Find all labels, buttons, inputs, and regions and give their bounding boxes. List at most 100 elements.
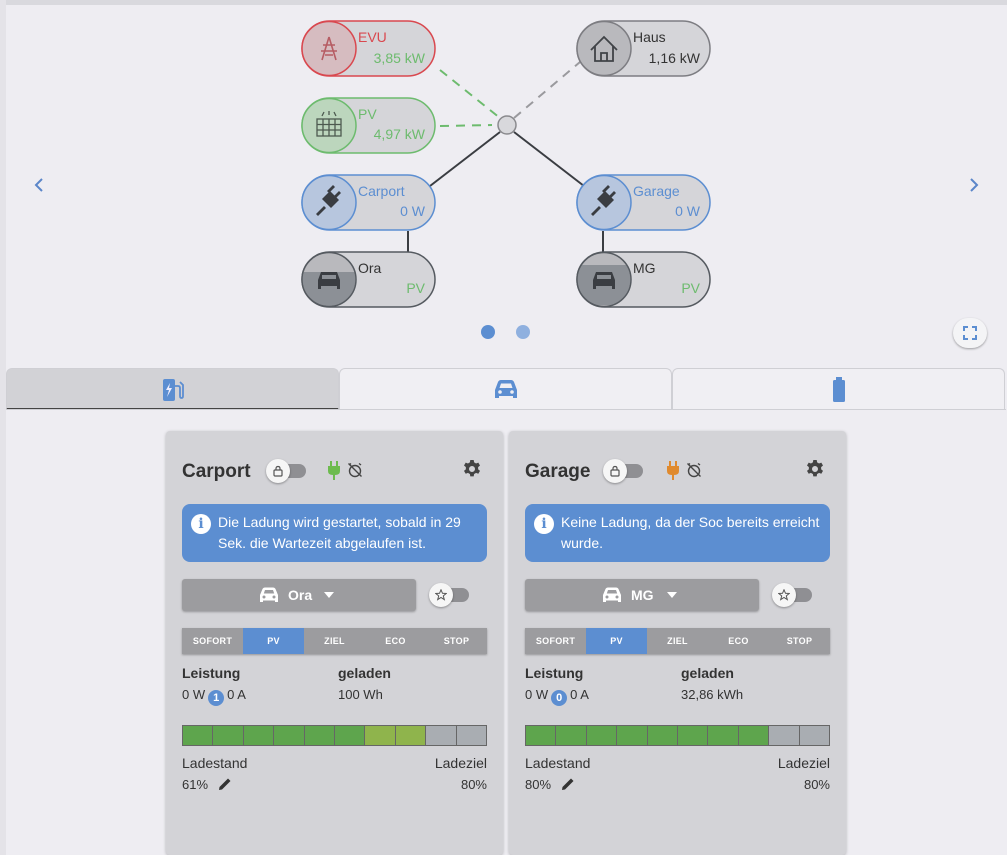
carousel-prev-button[interactable] xyxy=(27,172,51,200)
flow-node-ora[interactable]: Ora PV xyxy=(300,251,436,312)
mode-eco-button[interactable]: ECO xyxy=(708,628,769,654)
soc-segment xyxy=(426,726,456,745)
pencil-icon[interactable] xyxy=(218,777,232,791)
flow-connections xyxy=(407,61,604,253)
car-icon xyxy=(603,587,621,602)
star-icon xyxy=(778,589,790,601)
haus-label: Haus xyxy=(633,29,666,45)
garage-flow-label: Garage xyxy=(633,183,680,199)
mode-ziel-button[interactable]: ZIEL xyxy=(647,628,708,654)
mode-pv-button[interactable]: PV xyxy=(586,628,647,654)
mode-stop-button[interactable]: STOP xyxy=(426,628,487,654)
info-icon: i xyxy=(191,514,211,534)
soc-value: 61% xyxy=(182,777,209,792)
lock-toggle[interactable] xyxy=(266,459,308,483)
flow-node-evu[interactable]: EVU 3,85 kW xyxy=(301,20,436,77)
power-value: 0 W xyxy=(182,687,206,702)
flow-node-pv[interactable]: PV 4,97 kW xyxy=(301,97,436,154)
ladeziel-value: 80% xyxy=(803,777,830,792)
evu-value: 3,85 kW xyxy=(374,50,426,66)
car-icon xyxy=(494,380,517,398)
leistung-label: Leistung xyxy=(182,665,241,681)
car-icon xyxy=(593,272,615,289)
soc-segment xyxy=(395,726,426,745)
geladen-value: 32,86 kWh xyxy=(681,687,744,702)
soc-segment xyxy=(738,726,769,745)
car-icon xyxy=(260,587,278,602)
selected-vehicle-name: Ora xyxy=(288,587,313,603)
charge-mode-selector: SOFORT PV ZIEL ECO STOP xyxy=(525,628,830,654)
status-message: i Die Ladung wird gestartet, sobald in 2… xyxy=(182,504,487,562)
carport-flow-label: Carport xyxy=(358,183,405,199)
vehicle-select-dropdown[interactable]: Ora xyxy=(182,579,416,611)
ladestand-value[interactable]: 61% xyxy=(182,777,232,792)
chevron-down-icon xyxy=(667,592,677,598)
pv-value: 4,97 kW xyxy=(374,126,426,142)
lock-toggle[interactable] xyxy=(603,459,645,483)
soc-segment xyxy=(617,726,647,745)
settings-gear-icon[interactable] xyxy=(805,459,825,479)
mode-pv-button[interactable]: PV xyxy=(243,628,304,654)
pencil-icon[interactable] xyxy=(561,777,575,791)
soc-segment xyxy=(708,726,738,745)
evu-label: EVU xyxy=(358,29,387,45)
chevron-down-icon xyxy=(324,592,334,598)
ora-flow-value: PV xyxy=(406,280,425,296)
soc-segment xyxy=(335,726,365,745)
flow-node-carport[interactable]: Carport 0 W xyxy=(301,174,436,231)
power-pylon-icon xyxy=(321,36,337,61)
flow-node-haus[interactable]: Haus 1,16 kW xyxy=(576,20,711,77)
soc-segment xyxy=(456,726,487,745)
plug-green-icon xyxy=(328,461,340,480)
garage-flow-line xyxy=(513,131,585,187)
soc-segment xyxy=(183,726,213,745)
mode-stop-button[interactable]: STOP xyxy=(769,628,830,654)
evu-flow-line xyxy=(439,69,501,119)
mode-sofort-button[interactable]: SOFORT xyxy=(525,628,586,654)
vehicle-select-dropdown[interactable]: MG xyxy=(525,579,759,611)
flow-node-mg[interactable]: MG PV xyxy=(575,251,711,308)
mode-sofort-button[interactable]: SOFORT xyxy=(182,628,243,654)
plug-orange-icon xyxy=(667,461,679,480)
solar-panel-icon xyxy=(316,111,342,137)
soc-progress-bar xyxy=(525,725,830,746)
tab-battery[interactable] xyxy=(672,368,1005,409)
settings-gear-icon[interactable] xyxy=(462,459,482,479)
tab-chargepoints[interactable] xyxy=(6,368,339,410)
top-app-bar xyxy=(0,0,1007,5)
ladeziel-label: Ladeziel xyxy=(777,755,830,771)
plug-icon xyxy=(316,185,341,216)
selected-vehicle-name: MG xyxy=(631,587,654,603)
ladestand-label: Ladestand xyxy=(182,755,248,771)
mode-ziel-button[interactable]: ZIEL xyxy=(304,628,365,654)
plug-icon xyxy=(591,185,616,216)
chargepoint-card-carport: Carport i Die Ladung wird gestartet, sob… xyxy=(166,431,503,855)
soc-segment xyxy=(365,726,395,745)
phases-badge: 1 xyxy=(208,690,225,706)
status-message-text: Keine Ladung, da der Soc bereits erreich… xyxy=(561,514,820,551)
carport-flow-line xyxy=(429,131,501,187)
pv-flow-line xyxy=(439,124,493,127)
tab-vehicles[interactable] xyxy=(339,368,672,409)
carousel-dot-1[interactable] xyxy=(481,325,495,339)
fullscreen-button[interactable] xyxy=(953,318,987,348)
favorite-toggle[interactable] xyxy=(429,583,471,607)
soc-value: 80% xyxy=(525,777,552,792)
carousel-dot-2[interactable] xyxy=(516,325,530,339)
ladestand-value[interactable]: 80% xyxy=(525,777,575,792)
ora-flow-label: Ora xyxy=(358,260,382,276)
carousel-next-button[interactable] xyxy=(962,172,986,200)
flow-node-garage[interactable]: Garage 0 W xyxy=(576,174,711,231)
soc-segment xyxy=(769,726,799,745)
lock-icon xyxy=(273,465,283,477)
car-icon xyxy=(318,272,340,289)
soc-segment xyxy=(556,726,586,745)
chargepoint-card-garage: Garage i Keine Ladung, da der Soc bereit… xyxy=(509,431,846,855)
favorite-toggle[interactable] xyxy=(772,583,814,607)
ladeziel-label: Ladeziel xyxy=(434,755,487,771)
star-icon xyxy=(435,589,447,601)
mode-eco-button[interactable]: ECO xyxy=(365,628,426,654)
geladen-label: geladen xyxy=(681,665,734,681)
